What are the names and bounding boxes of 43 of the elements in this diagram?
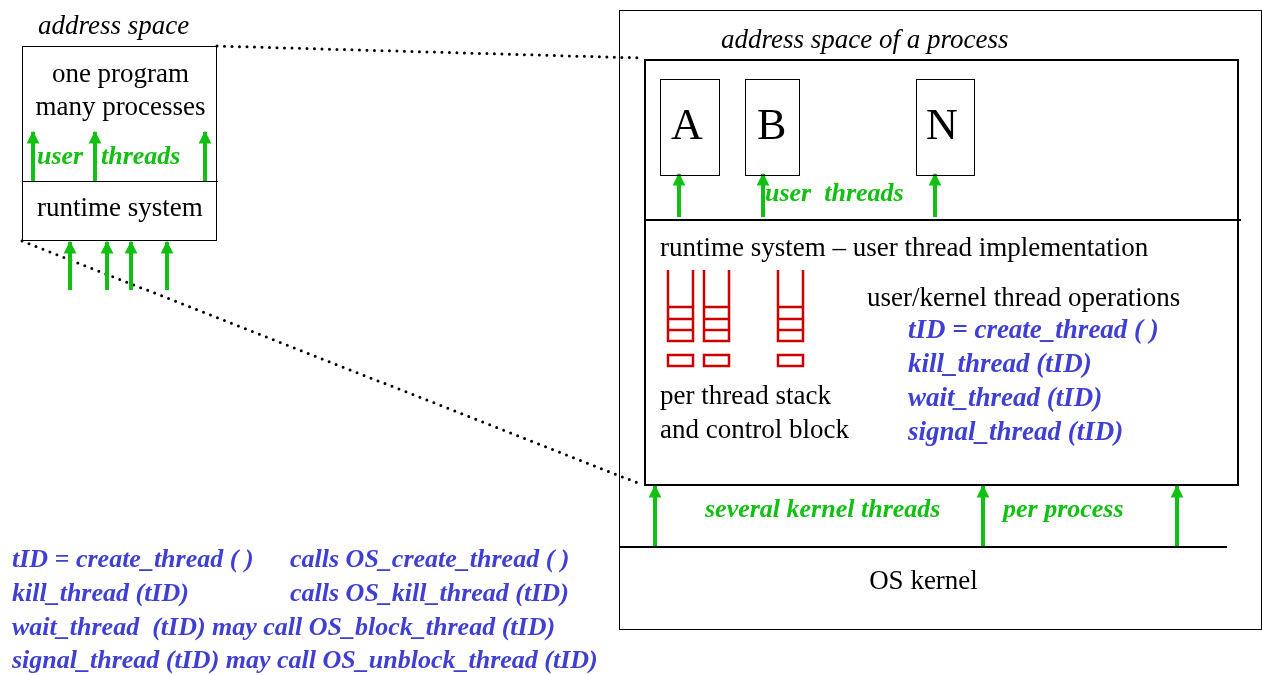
- section-text: user/kernel thread operations: [867, 283, 1181, 313]
- arrow: [198, 130, 212, 182]
- arrow: [672, 172, 686, 217]
- section-text: N: [926, 101, 958, 150]
- section-text: A: [671, 101, 703, 150]
- arrow: [648, 484, 662, 546]
- arrow: [976, 484, 990, 546]
- arrow: [88, 130, 102, 182]
- arrow: [756, 172, 770, 217]
- heading: address space: [38, 11, 190, 41]
- thread-box: [660, 79, 720, 176]
- arrow: [63, 240, 77, 290]
- section-text: OS kernel: [868, 566, 979, 596]
- operation-call: signal_thread (tID): [908, 417, 1124, 447]
- thread-label: several kernel threads: [705, 495, 941, 524]
- operation-call: kill_thread (tID): [908, 349, 1092, 379]
- note-text: tID = create_thread ( ): [12, 545, 254, 574]
- note-text: calls OS_kill_thread (tID): [290, 579, 569, 608]
- thread-label: threads: [101, 142, 181, 171]
- section-text: per thread stack and control block: [660, 379, 850, 446]
- operation-call: wait_thread (tID): [908, 383, 1103, 413]
- section-text: B: [757, 101, 787, 150]
- section-text: runtime system – user thread implementation: [660, 233, 1149, 263]
- thread-label: per process: [1003, 495, 1124, 524]
- note-text: wait_thread (tID) may call OS_block_thread (tID): [12, 613, 556, 642]
- note-text: kill_thread (tID): [12, 579, 189, 608]
- thread-box: [745, 79, 800, 176]
- arrow: [1170, 484, 1184, 546]
- arrow: [160, 240, 174, 290]
- operation-call: tID = create_thread ( ): [908, 315, 1159, 345]
- section-text: runtime system: [37, 193, 203, 223]
- arrow: [124, 240, 138, 290]
- note-text: calls OS_create_thread ( ): [290, 545, 570, 574]
- thread-box: [916, 79, 975, 176]
- arrow: [26, 130, 40, 182]
- heading: address space of a process: [721, 25, 1009, 55]
- note-text: signal_thread (tID) may call OS_unblock_thread (tID): [12, 646, 598, 675]
- arrow: [100, 240, 114, 290]
- thread-label: user: [37, 142, 84, 171]
- process-frame: [619, 10, 1262, 630]
- arrow: [928, 172, 942, 217]
- thread-label: user threads: [765, 179, 904, 208]
- section-text: one program many processes: [34, 57, 207, 123]
